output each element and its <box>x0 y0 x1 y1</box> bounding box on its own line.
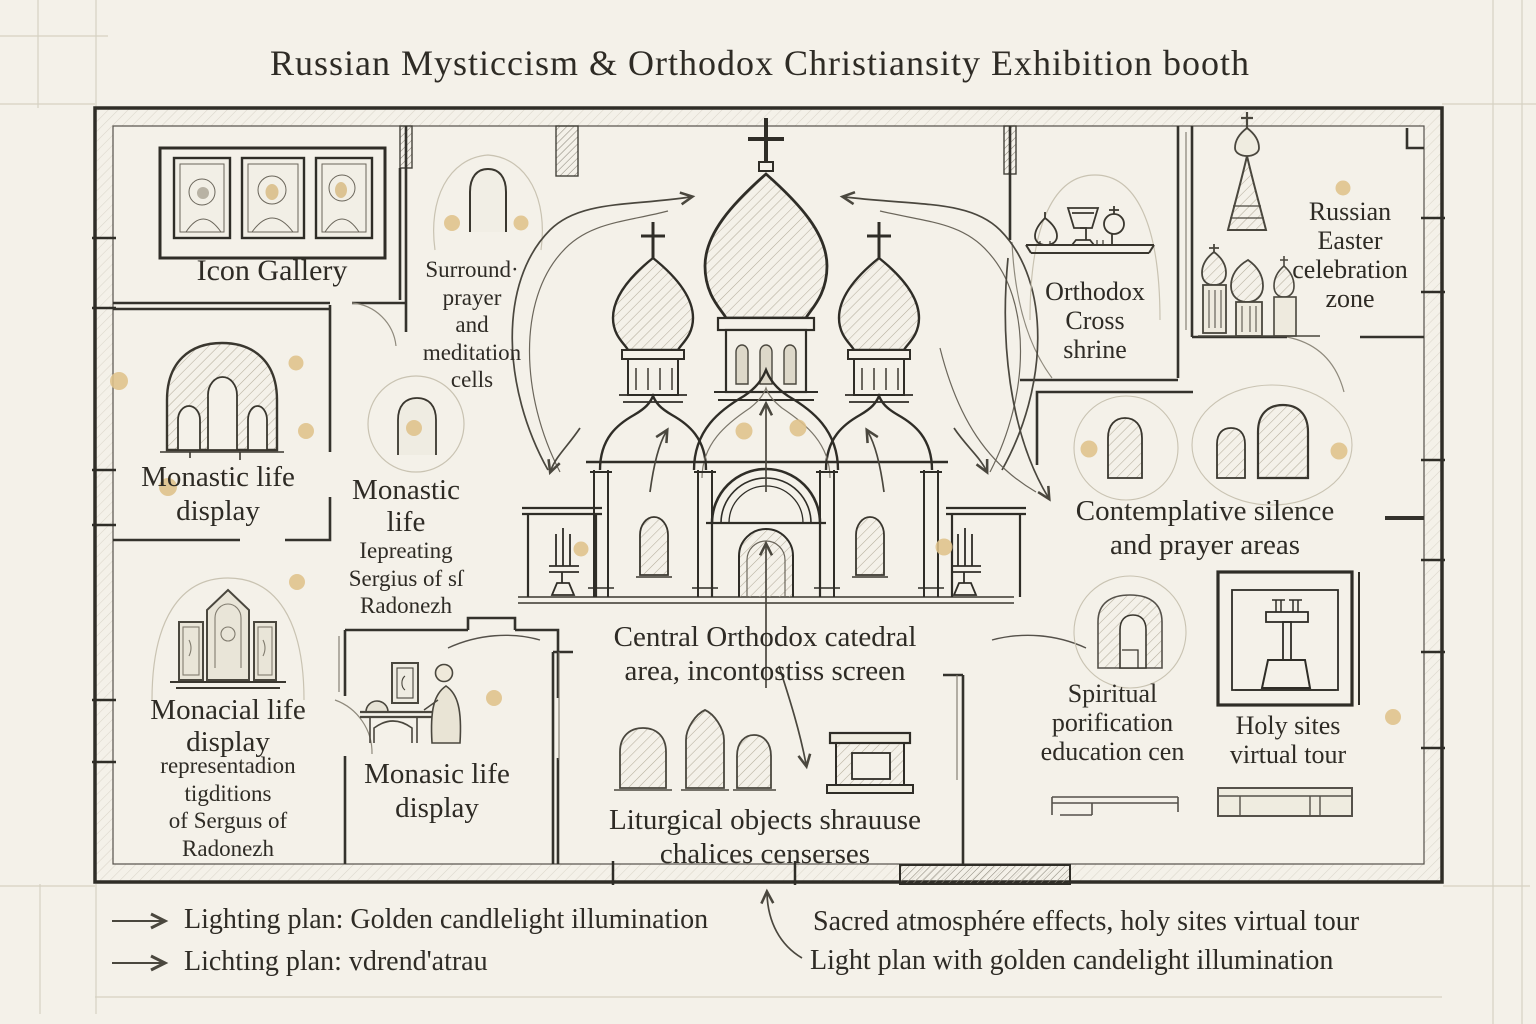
icon-frames <box>158 146 387 260</box>
room-sublabel-monacial-life: representadion tigditions of Serguıs of … <box>160 753 296 861</box>
room-label-monacial-life: Monacial life display <box>150 694 306 759</box>
page-title: Russian Mysticcism & Orthodox Christians… <box>269 43 1250 83</box>
legend-lighting-plan-1: Lighting plan: Golden candlelight illumi… <box>184 904 709 935</box>
cathedral-drawing <box>447 118 1087 649</box>
altar-drawing <box>614 709 914 794</box>
room-label-icon-gallery: Icon Gallery <box>196 254 348 287</box>
room-label-orthodox-cross-shrine: Orthodox Cross shrine <box>1045 277 1145 365</box>
interior-walls <box>113 126 1424 864</box>
legend-sacred-atmosphere: Sacred atmosphére effects, holy sites vi… <box>813 906 1360 937</box>
room-label-spiritual-purification: Spiritual porification education cen <box>1040 679 1185 767</box>
st-basils-drawing <box>1198 112 1320 337</box>
meditation-cell-niche <box>433 154 543 251</box>
room-label-holy-sites-tour: Holy sites virtual tour <box>1229 711 1347 770</box>
room-label-monastic-life-display: Monastic life display <box>141 461 295 528</box>
door-swing-arcs <box>334 241 1345 755</box>
room-label-contemplative-silence: Contemplative silence and prayer areas <box>1075 495 1335 562</box>
monastic-window-drawing <box>160 341 284 460</box>
room-sublabel-monastic-life: Iepreating Sergius of sſ Radonezh <box>348 538 464 619</box>
room-label-liturgical-objects: Liturgical objects shrauuse chalices cen… <box>609 804 921 871</box>
candlelight-dots <box>110 180 1401 725</box>
legend-arrow-icons <box>112 912 169 972</box>
room-label-central-cathedral: Central Orthodox catedral area, incontos… <box>613 621 917 688</box>
lectern-drawing <box>1216 570 1360 707</box>
bench-drawing <box>1051 787 1353 817</box>
chalice-shelf-drawing <box>1025 174 1161 321</box>
room-label-monastic-life: Monastic life <box>352 474 460 539</box>
triptych-drawing <box>151 577 305 701</box>
spiritual-niche-drawing <box>1073 575 1187 689</box>
room-label-russian-easter-zone: Russian Easter celebration zone <box>1292 197 1408 314</box>
prayer-niche-arches <box>1073 384 1353 506</box>
legend-light-plan: Light plan with golden candelight illumi… <box>810 945 1334 976</box>
monk-desk-drawing <box>360 662 462 744</box>
circulation-arrows <box>511 191 1051 959</box>
room-label-monasic-life: Monasic life display <box>364 758 510 825</box>
legend-lighting-plan-2: Lichting plan: vdrend'atrau <box>184 946 488 977</box>
room-label-meditation-cells: Surround· prayer and meditation cells <box>422 257 522 393</box>
booth-outer-wall <box>92 106 1445 885</box>
candle-stand-drawing <box>522 506 1026 597</box>
